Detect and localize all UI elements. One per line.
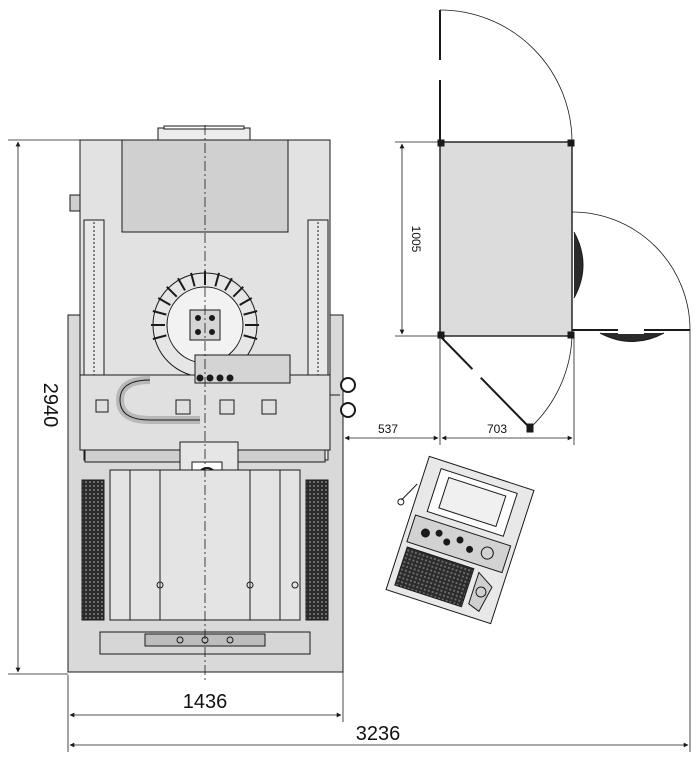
dim-total-height: 2940 bbox=[39, 383, 61, 428]
tool-pocket bbox=[166, 286, 178, 298]
dim-machine-width: 1436 bbox=[183, 691, 228, 713]
tool-pocket bbox=[177, 277, 186, 291]
top-cover bbox=[157, 127, 251, 141]
tool-pocket bbox=[214, 272, 220, 287]
dimension-lines bbox=[8, 139, 691, 752]
tool-pocket bbox=[239, 297, 253, 306]
dim-cabinet-offset: 537 bbox=[378, 422, 398, 436]
tool-pocket bbox=[243, 334, 258, 340]
dim-cabinet-width: 703 bbox=[487, 422, 507, 436]
electrical-cabinet bbox=[436, 9, 691, 433]
tool-pocket bbox=[152, 334, 167, 340]
door-swing-arc-top bbox=[439, 9, 573, 143]
door-swing-arc-bottom bbox=[529, 335, 573, 429]
tool-pocket bbox=[243, 310, 258, 316]
tool-pocket bbox=[152, 310, 167, 316]
tool-pocket bbox=[232, 286, 244, 298]
keyboard bbox=[394, 546, 475, 608]
right-chip-conveyor bbox=[305, 479, 329, 621]
tool-pocket bbox=[190, 272, 196, 287]
control-panel bbox=[385, 455, 535, 625]
door-swing-arc-right bbox=[571, 211, 691, 331]
tool-pocket bbox=[224, 277, 233, 291]
side-connector bbox=[69, 194, 81, 212]
cabinet-door-bottom bbox=[439, 335, 531, 429]
dim-total-width: 3236 bbox=[356, 723, 401, 745]
machine-top-view bbox=[67, 125, 356, 680]
dim-cabinet-depth: 1005 bbox=[409, 226, 423, 253]
left-chip-conveyor bbox=[81, 479, 105, 621]
cabinet-body bbox=[439, 141, 573, 337]
handwheel bbox=[468, 571, 493, 613]
tool-pocket bbox=[157, 297, 171, 306]
